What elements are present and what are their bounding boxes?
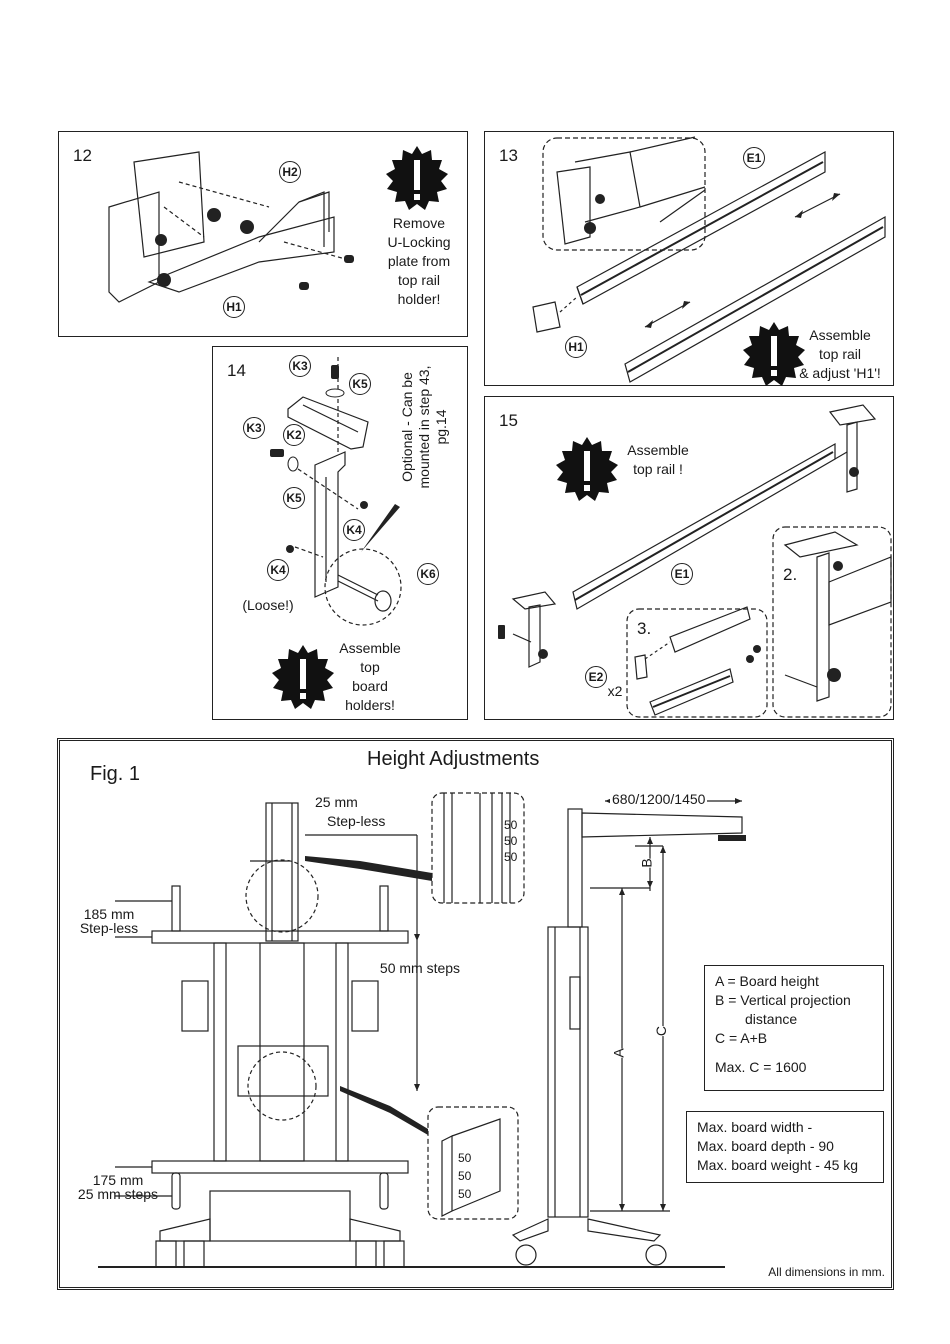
dim-letter-b: B [638, 858, 655, 868]
figure-label: Fig. 1 [90, 763, 141, 785]
callout-k5: K5 [283, 487, 305, 509]
figure-title: Height Adjustments [367, 748, 540, 770]
step-15-panel: 15 E1 E2 [484, 396, 894, 720]
board-limits: Max. board width - Max. board depth - 90… [686, 1111, 884, 1183]
warning-text: Remove U-Locking plate from top rail hol… [387, 215, 451, 307]
dim-letter-c: C [653, 1025, 670, 1037]
warning-burst-icon [743, 322, 805, 386]
callout-k5: K5 [349, 373, 371, 395]
detail-3-label: 3. [637, 619, 652, 638]
warning-burst-icon [556, 437, 618, 501]
step-number: 15 [499, 411, 518, 430]
callout-k4: K4 [267, 559, 289, 581]
callout-k3: K3 [289, 355, 311, 377]
arm-length-label: 680/1200/1450 [610, 791, 708, 807]
warning-text: Assemble top rail ! [627, 442, 689, 477]
callout-k6: K6 [417, 563, 439, 585]
dimension-legend: A = Board height B = Vertical projection… [704, 965, 884, 1091]
callout-h1: H1 [223, 296, 245, 318]
step-number: 12 [73, 146, 92, 165]
quantity-label: x2 [607, 683, 623, 699]
detail-steps-top: 50 50 50 [504, 818, 518, 864]
callout-h1: H1 [565, 336, 587, 358]
dim-side-label: 185 mm Step-less [79, 906, 139, 936]
bracket-illustration [108, 151, 354, 303]
callout-k2: K2 [283, 424, 305, 446]
loose-note: (Loose!) [242, 597, 294, 613]
dim-letter-a: A [610, 1048, 627, 1058]
trolley-front-view [98, 792, 725, 1268]
step-12-panel: 12 H2 H1 Remove U-Locking plate from top… [58, 131, 468, 337]
detail-steps-bottom: 50 50 50 [458, 1151, 472, 1201]
callout-k3: K3 [243, 417, 265, 439]
step-number: 14 [227, 361, 246, 380]
detail-2-label: 2. [783, 565, 798, 584]
step-number: 13 [499, 146, 518, 165]
callout-e2: E2 [585, 666, 607, 688]
board-holder-illustration [270, 357, 402, 626]
callout-h2: H2 [279, 161, 301, 183]
warning-burst-icon [386, 146, 448, 210]
callout-e1: E1 [671, 563, 693, 585]
callout-e1: E1 [743, 147, 765, 169]
top-rail-illustration [532, 136, 886, 383]
warning-burst-icon [272, 645, 334, 709]
units-footnote: All dimensions in mm. [768, 1265, 885, 1279]
callout-k4: K4 [343, 519, 365, 541]
warning-text: Assemble top rail & adjust 'H1'! [799, 327, 881, 381]
height-adjustments-figure: Fig. 1 Height Adjustments [57, 738, 894, 1290]
dim-steps-label: 50 mm steps [379, 960, 461, 976]
warning-text: Assemble top board holders! [339, 640, 401, 713]
step-13-panel: 13 E1 H1 Assemble t [484, 131, 894, 386]
top-rail-assembly-illustration [498, 404, 892, 718]
dim-top-label: 25 mm Step-less [315, 794, 386, 829]
dim-bottom-label: 175 mm 25 mm steps [77, 1172, 159, 1202]
step-14-panel: 14 K3 K5 K3 K2 K5 K4 K4 K6 (Loose!) [212, 346, 468, 720]
